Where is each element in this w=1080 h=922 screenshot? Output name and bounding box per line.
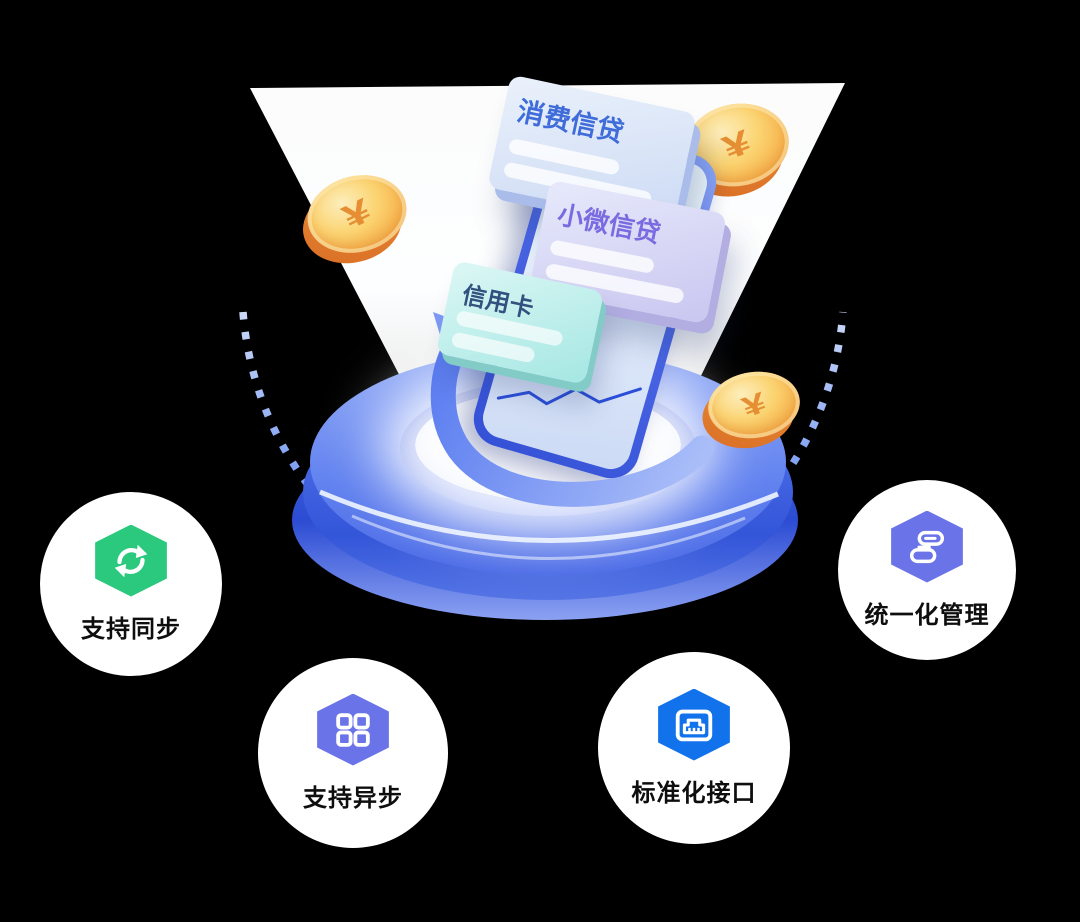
feature-sync: 支持同步 (40, 492, 222, 676)
feature-label: 统一化管理 (864, 601, 990, 629)
yen-symbol: ¥ (717, 122, 757, 168)
feature-standard-interface: 标准化接口 (598, 652, 790, 844)
feature-label: 支持异步 (303, 784, 403, 812)
feature-unified-management: 统一化管理 (838, 480, 1016, 660)
feature-async: 支持异步 (258, 658, 448, 848)
yen-symbol: ¥ (737, 385, 771, 424)
yen-symbol: ¥ (336, 190, 378, 237)
ethernet-port-icon (658, 688, 730, 761)
feature-label: 支持同步 (81, 615, 181, 643)
flow-nodes-icon (891, 510, 963, 583)
grid-icon (317, 693, 389, 766)
sync-icon (95, 524, 167, 597)
feature-label: 标准化接口 (631, 779, 757, 807)
yuan-coin: ¥ (698, 365, 805, 454)
